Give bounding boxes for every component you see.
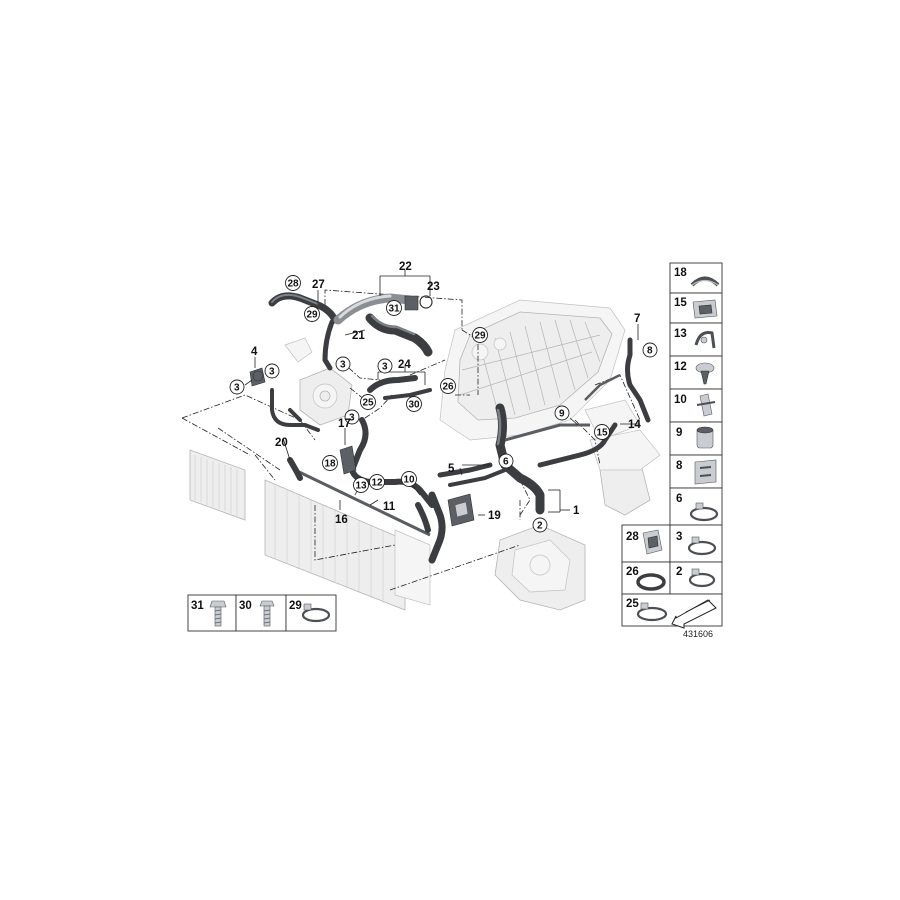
callout-26: 26 (443, 382, 455, 393)
hose-clamp-icon (688, 568, 716, 588)
legend-cell-18 (669, 262, 723, 294)
callout-14: 14 (628, 419, 641, 431)
callout-7: 7 (634, 313, 640, 325)
transmission-ghost (494, 524, 586, 611)
fitting-31-bolt[interactable] (404, 295, 419, 311)
hose-clamp-icon (689, 502, 719, 522)
bracket-clip-icon (696, 393, 716, 417)
hose-clip-long-icon (690, 276, 720, 287)
hose-main-center[interactable] (495, 403, 590, 515)
callout-24: 24 (398, 359, 411, 371)
quick-connector-icon (696, 426, 714, 449)
reference-number: 431606 (683, 629, 713, 639)
legend-number-28: 28 (626, 531, 639, 543)
parts-legend-right: 18 15 13 12 10 9 8 6 28 3 26 2 25 (621, 262, 723, 639)
retainer-clip-icon (642, 529, 663, 555)
callout-21: 21 (352, 330, 365, 342)
callout-3d: 3 (382, 362, 388, 373)
legend-number-8: 8 (676, 460, 683, 472)
callout-3a: 3 (269, 367, 275, 378)
callout-18: 18 (325, 459, 337, 470)
callout-1: 1 (573, 505, 580, 517)
pipe-22[interactable] (333, 293, 415, 325)
callout-3b: 3 (234, 383, 240, 394)
legend-number-2: 2 (676, 566, 682, 578)
expanding-rivet-icon (695, 362, 715, 385)
callout-16: 16 (335, 514, 348, 526)
legend-number-12: 12 (674, 361, 687, 373)
callout-19: 19 (488, 510, 501, 522)
legend-number-26: 26 (626, 566, 639, 578)
parts-legend-bottom: 31 30 29 (187, 594, 337, 632)
callout-28: 28 (288, 279, 300, 290)
leader-lines (244, 270, 640, 516)
hose-10[interactable] (415, 491, 446, 564)
legend-cell-9 (669, 421, 723, 456)
thermostat-4[interactable] (249, 367, 266, 387)
callout-12: 12 (372, 478, 384, 489)
legend-number-29: 29 (289, 600, 302, 612)
hose-clamp-icon (636, 602, 668, 622)
legend-number-10: 10 (674, 394, 687, 406)
radiator-left-ghost (189, 449, 246, 521)
legend-number-15: 15 (674, 297, 687, 309)
callout-10: 10 (404, 475, 416, 486)
legend-number-3: 3 (676, 531, 682, 543)
spring-clip-icon (694, 331, 716, 349)
hose-clamp-icon (687, 536, 717, 556)
callout-11: 11 (383, 501, 396, 513)
legend-number-25: 25 (626, 598, 639, 610)
callout-25: 25 (363, 398, 375, 409)
hose-27[interactable] (268, 292, 339, 371)
callout-3c: 3 (340, 360, 346, 371)
legend-number-31: 31 (191, 600, 204, 612)
hose-24[interactable] (367, 375, 432, 400)
hex-bolt-icon (259, 600, 275, 627)
hose-5[interactable] (437, 462, 507, 487)
legend-number-6: 6 (676, 493, 682, 505)
hose-clamp-icon (301, 603, 331, 623)
bracket-19[interactable] (447, 493, 475, 527)
fitting-23[interactable] (419, 295, 433, 309)
callout-27: 27 (312, 279, 325, 291)
legend-number-13: 13 (674, 328, 687, 340)
legend-cell-12 (669, 355, 723, 390)
o-ring-icon (636, 573, 666, 591)
legend-number-18: 18 (674, 267, 687, 279)
callout-2: 2 (537, 521, 543, 532)
radiator-main-ghost (264, 479, 431, 611)
callout-15: 15 (597, 428, 609, 439)
callout-6: 6 (503, 457, 509, 468)
callout-labels: 22 23 28 27 31 29 29 21 4 3 3 3 3 3 24 2… (229, 261, 658, 533)
callout-8: 8 (647, 346, 653, 357)
callout-9: 9 (559, 409, 565, 420)
callout-23: 23 (427, 281, 440, 293)
hose-20[interactable] (270, 388, 320, 432)
callout-13: 13 (356, 481, 368, 492)
callout-31: 31 (389, 304, 401, 315)
hex-bolt-icon (209, 600, 227, 627)
callout-22: 22 (399, 261, 412, 273)
hose-21[interactable] (365, 313, 433, 357)
water-pump-ghost (284, 337, 353, 426)
direction-arrow-icon (671, 599, 717, 629)
double-clip-icon (692, 299, 718, 319)
callout-17: 17 (338, 418, 351, 430)
bracket-18[interactable] (339, 445, 357, 475)
callout-29b: 29 (475, 331, 487, 342)
callout-4: 4 (251, 346, 258, 358)
hose-14[interactable] (537, 337, 651, 468)
callout-30: 30 (409, 400, 421, 411)
callout-20: 20 (275, 437, 288, 449)
callout-5: 5 (448, 463, 455, 475)
callout-29a: 29 (307, 310, 319, 321)
holder-clip-icon (694, 459, 717, 485)
legend-number-9: 9 (676, 427, 682, 439)
legend-number-30: 30 (239, 600, 252, 612)
legend-cell-30 (235, 594, 287, 632)
hose-16-pipe[interactable] (287, 457, 431, 537)
callout-3e: 3 (349, 413, 355, 424)
